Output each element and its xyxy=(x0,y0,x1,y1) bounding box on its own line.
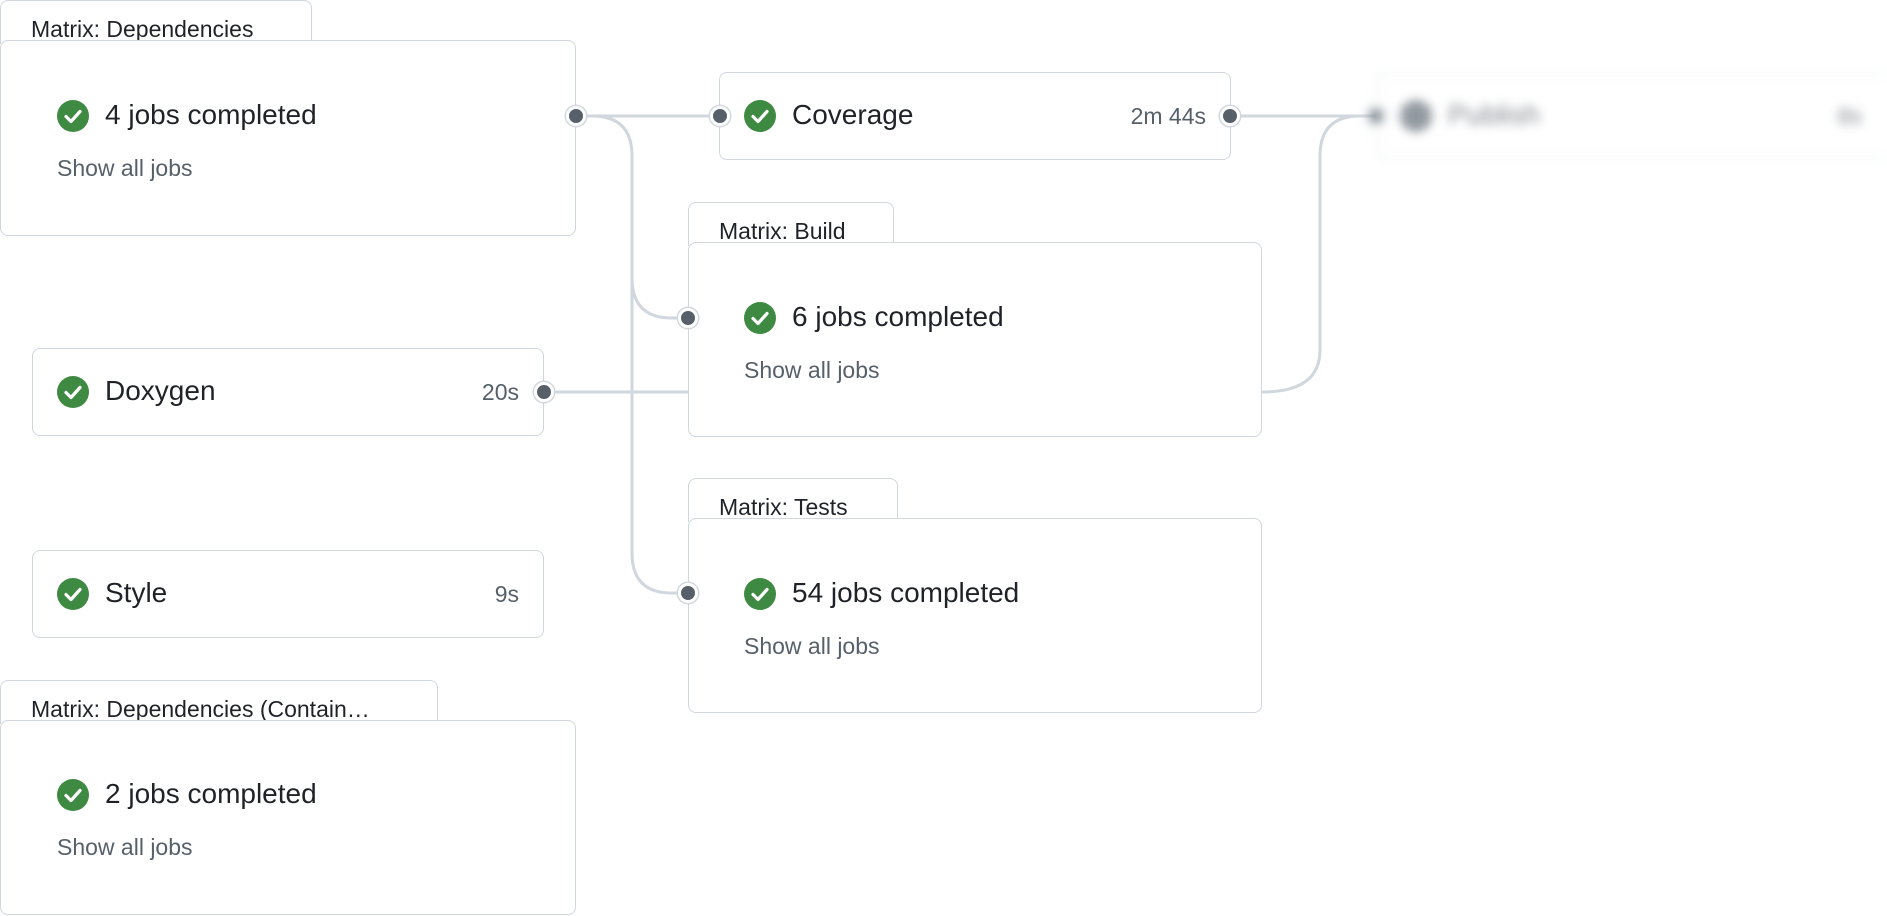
group-summary-dependencies: 4 jobs completed xyxy=(105,99,317,130)
show-all-jobs-build[interactable]: Show all jobs xyxy=(744,357,880,383)
check-circle-icon xyxy=(57,100,89,132)
matrix-group-build xyxy=(688,242,1262,437)
check-circle-icon xyxy=(744,302,776,334)
show-all-jobs-tests[interactable]: Show all jobs xyxy=(744,633,880,659)
matrix-group-tests xyxy=(688,518,1262,713)
port-coverage-out xyxy=(1220,106,1240,126)
job-style[interactable] xyxy=(32,550,544,638)
port-doxygen-out xyxy=(534,382,554,402)
job-name-style: Style xyxy=(105,577,168,608)
group-tab-dependencies: Matrix: Dependencies xyxy=(0,0,312,44)
port-build-in xyxy=(678,308,698,328)
port-coverage-in xyxy=(710,106,730,126)
group-tab-build: Matrix: Build xyxy=(688,202,894,246)
pending-circle-icon xyxy=(1400,100,1432,132)
check-circle-icon xyxy=(57,779,89,811)
group-summary-containers: 2 jobs completed xyxy=(105,778,317,809)
job-duration-coverage: 2m 44s xyxy=(1130,103,1206,129)
check-circle-icon xyxy=(744,578,776,610)
matrix-group-containers xyxy=(0,720,576,915)
job-duration-style: 9s xyxy=(494,581,519,607)
port-tests-in xyxy=(678,583,698,603)
port-dependencies-out xyxy=(566,106,586,126)
group-summary-build: 6 jobs completed xyxy=(792,301,1004,332)
edge-build-publish xyxy=(1261,114,1376,394)
matrix-group-dependencies xyxy=(0,40,576,236)
job-publish[interactable] xyxy=(1376,72,1887,160)
job-duration-publish: 8s xyxy=(1837,103,1862,129)
job-doxygen[interactable] xyxy=(32,348,544,436)
job-coverage[interactable] xyxy=(719,72,1231,160)
show-all-jobs-containers[interactable]: Show all jobs xyxy=(57,834,193,860)
edge-dependencies-tests xyxy=(630,278,688,595)
job-duration-doxygen: 20s xyxy=(481,379,519,405)
publish-content: Publish 8s xyxy=(1400,99,1880,134)
job-name-coverage: Coverage xyxy=(792,99,914,130)
port-publish-in xyxy=(1366,106,1386,126)
job-name-publish: Publish xyxy=(1448,99,1540,130)
show-all-jobs-dependencies[interactable]: Show all jobs xyxy=(57,155,193,181)
group-summary-tests: 54 jobs completed xyxy=(792,577,1020,608)
job-name-doxygen: Doxygen xyxy=(105,375,216,406)
edge-dependencies-build xyxy=(576,114,688,320)
group-tab-containers: Matrix: Dependencies (Contain… xyxy=(0,680,438,724)
group-tab-tests: Matrix: Tests xyxy=(688,478,898,522)
check-circle-icon xyxy=(57,578,89,610)
check-circle-icon xyxy=(57,376,89,408)
check-circle-icon xyxy=(744,100,776,132)
